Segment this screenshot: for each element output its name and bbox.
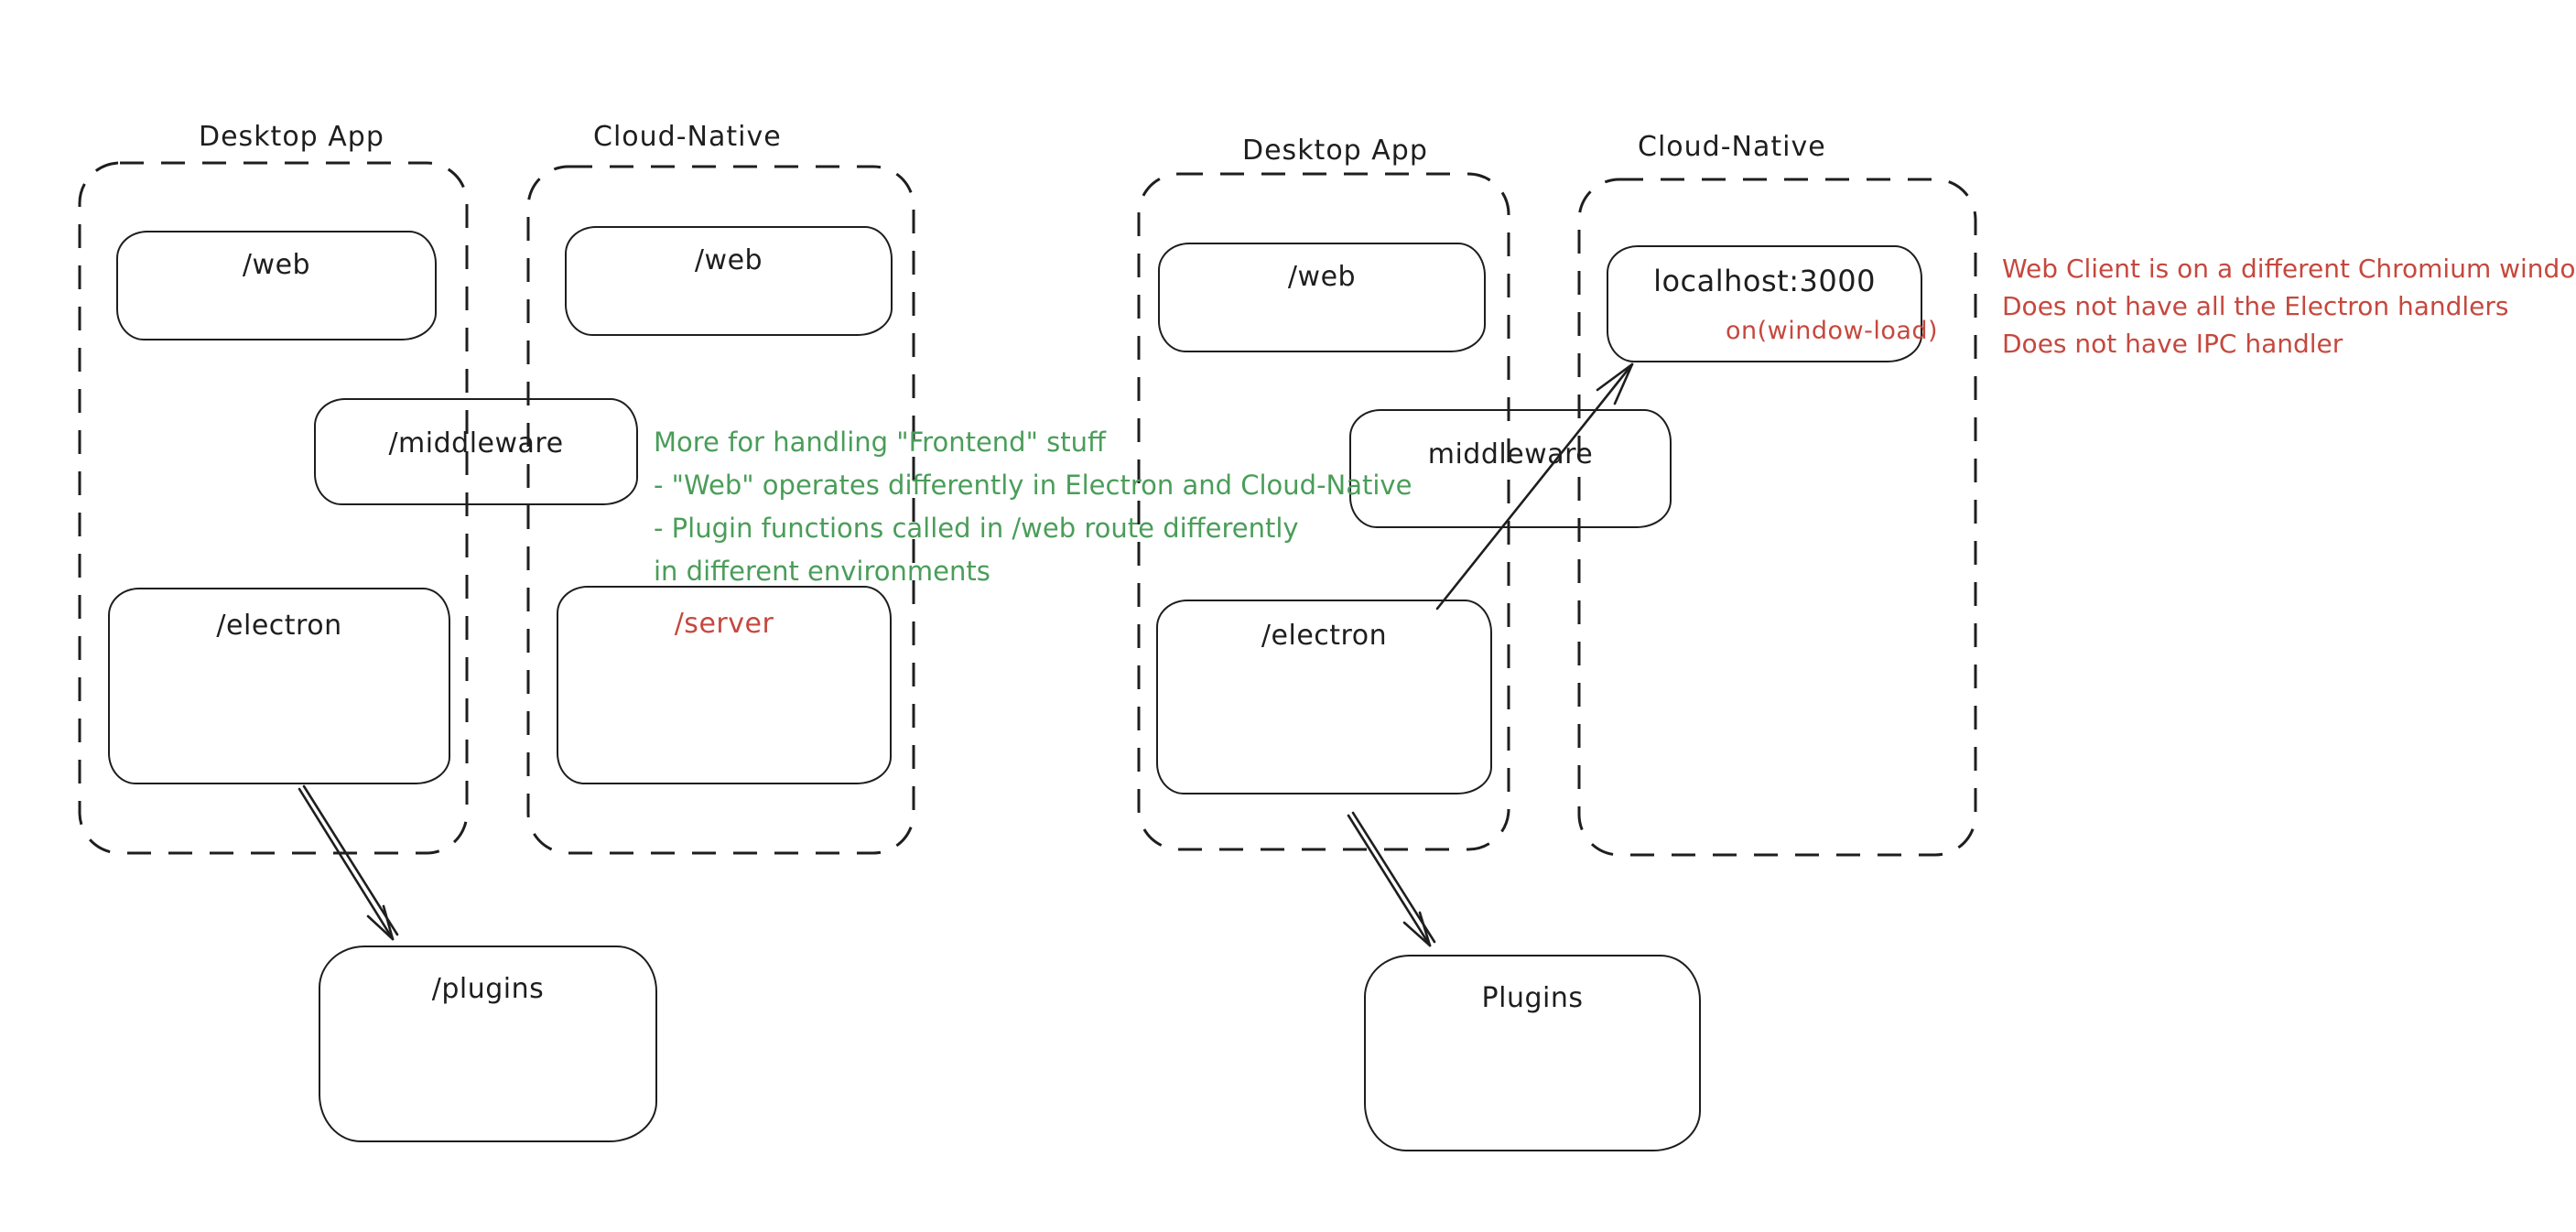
left-desktop-app-container [78, 161, 469, 855]
left-server-node: /server [557, 586, 892, 784]
left-desktop-app-title: Desktop App [199, 121, 384, 153]
left-plugins-node: /plugins [319, 946, 657, 1142]
red-note-line-2: Does not have all the Electron handlers [2002, 291, 2509, 321]
left-cloud-web-node: /web [565, 226, 893, 336]
left-electron-node: /electron [108, 588, 450, 784]
red-note-line-3: Does not have IPC handler [2002, 329, 2343, 359]
green-note: More for handling "Frontend" stuff - "We… [654, 421, 1412, 593]
right-plugins-node: Plugins [1364, 955, 1701, 1151]
left-desktop-web-label: /web [242, 249, 311, 281]
left-middleware-label: /middleware [388, 427, 564, 459]
left-plugins-label: /plugins [431, 973, 545, 1005]
left-cloud-native-title: Cloud-Native [593, 121, 782, 153]
right-localhost-node: localhost:3000 on(window-load) [1607, 245, 1938, 362]
right-desktop-app-title: Desktop App [1242, 135, 1428, 167]
red-note: Web Client is on a different Chromium wi… [2002, 250, 2576, 362]
right-plugins-label: Plugins [1481, 982, 1584, 1014]
green-note-line-3: - Plugin functions called in /web route … [654, 513, 1299, 544]
right-electron-label: /electron [1261, 620, 1388, 652]
green-note-line-1: More for handling "Frontend" stuff [654, 427, 1106, 458]
right-desktop-app-container [1137, 172, 1510, 851]
green-note-line-4: in different environments [654, 556, 990, 587]
left-middleware-node: /middleware [314, 398, 638, 505]
right-middleware-label: middleware [1427, 438, 1594, 470]
green-note-line-2: - "Web" operates differently in Electron… [654, 470, 1412, 501]
right-cloud-native-title: Cloud-Native [1638, 131, 1826, 163]
left-electron-label: /electron [216, 610, 342, 642]
left-desktop-web-node: /web [116, 231, 437, 340]
on-window-load-label: on(window-load) [1726, 317, 1939, 345]
right-electron-node: /electron [1156, 600, 1492, 794]
right-cloud-native-container [1577, 178, 1977, 857]
left-cloud-native-container [526, 165, 915, 855]
left-cloud-web-label: /web [694, 244, 763, 276]
right-desktop-web-label: /web [1287, 261, 1357, 293]
right-desktop-web-node: /web [1158, 243, 1486, 352]
left-server-label: /server [674, 608, 774, 640]
right-localhost-label: localhost:3000 [1653, 264, 1876, 298]
red-note-line-1: Web Client is on a different Chromium wi… [2002, 254, 2576, 284]
